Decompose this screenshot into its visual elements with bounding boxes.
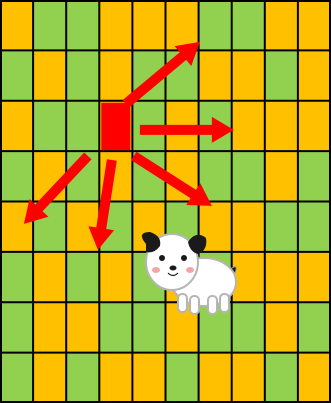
board-cell[interactable] [298, 302, 331, 352]
board-cell[interactable] [199, 0, 232, 50]
board-cell[interactable] [298, 151, 331, 201]
board-cell[interactable] [265, 50, 298, 100]
board-cell[interactable] [99, 353, 132, 403]
board-cell[interactable] [265, 202, 298, 252]
board-cell[interactable] [0, 302, 33, 352]
dog-cheek [152, 267, 160, 273]
board-cell[interactable] [66, 353, 99, 403]
board-cell[interactable] [66, 252, 99, 302]
board-cell[interactable] [33, 0, 66, 50]
board-cell[interactable] [298, 101, 331, 151]
dog-leg [190, 296, 199, 314]
dog-leg [178, 294, 187, 312]
red-square-piece[interactable] [101, 103, 130, 150]
board-cell[interactable] [199, 50, 232, 100]
board-cell[interactable] [298, 353, 331, 403]
board-cell[interactable] [232, 101, 265, 151]
board-cell[interactable] [66, 50, 99, 100]
board-cell[interactable] [166, 353, 199, 403]
dog-nose [170, 266, 177, 271]
board-cell[interactable] [232, 302, 265, 352]
board-cell[interactable] [99, 302, 132, 352]
board-cell[interactable] [166, 0, 199, 50]
dog-leg [208, 296, 217, 314]
board-cell[interactable] [132, 0, 165, 50]
board-cell[interactable] [99, 50, 132, 100]
board-cell[interactable] [265, 252, 298, 302]
board-cell[interactable] [0, 353, 33, 403]
board-cell[interactable] [232, 0, 265, 50]
board-cell[interactable] [265, 151, 298, 201]
board-cell[interactable] [298, 0, 331, 50]
board-cell[interactable] [0, 50, 33, 100]
board-cell[interactable] [33, 101, 66, 151]
board-cell[interactable] [232, 151, 265, 201]
board-cell[interactable] [298, 252, 331, 302]
board-cell[interactable] [265, 353, 298, 403]
board-cell[interactable] [33, 302, 66, 352]
board-cell[interactable] [0, 252, 33, 302]
board-cell[interactable] [232, 202, 265, 252]
board-cell[interactable] [33, 252, 66, 302]
board-cell[interactable] [232, 50, 265, 100]
board-cell[interactable] [33, 353, 66, 403]
board-cell[interactable] [132, 302, 165, 352]
board-cell[interactable] [0, 101, 33, 151]
board-cell[interactable] [66, 302, 99, 352]
dog-eye [159, 255, 165, 261]
board-cell[interactable] [66, 202, 99, 252]
board-cell[interactable] [232, 252, 265, 302]
board-cell[interactable] [232, 353, 265, 403]
board-cell[interactable] [265, 101, 298, 151]
dog-eye [181, 255, 187, 261]
board-cell[interactable] [0, 151, 33, 201]
board-cell[interactable] [265, 302, 298, 352]
board-cell[interactable] [99, 0, 132, 50]
board-cell[interactable] [265, 0, 298, 50]
dog-cheek [186, 267, 194, 273]
dog-leg [220, 294, 229, 312]
board-cell[interactable] [33, 50, 66, 100]
board-cell[interactable] [132, 353, 165, 403]
board-cell[interactable] [298, 202, 331, 252]
board-cell[interactable] [99, 252, 132, 302]
board-cell[interactable] [66, 0, 99, 50]
board-cell[interactable] [199, 353, 232, 403]
board-cell[interactable] [0, 0, 33, 50]
board-cell[interactable] [66, 101, 99, 151]
board-cell[interactable] [298, 50, 331, 100]
